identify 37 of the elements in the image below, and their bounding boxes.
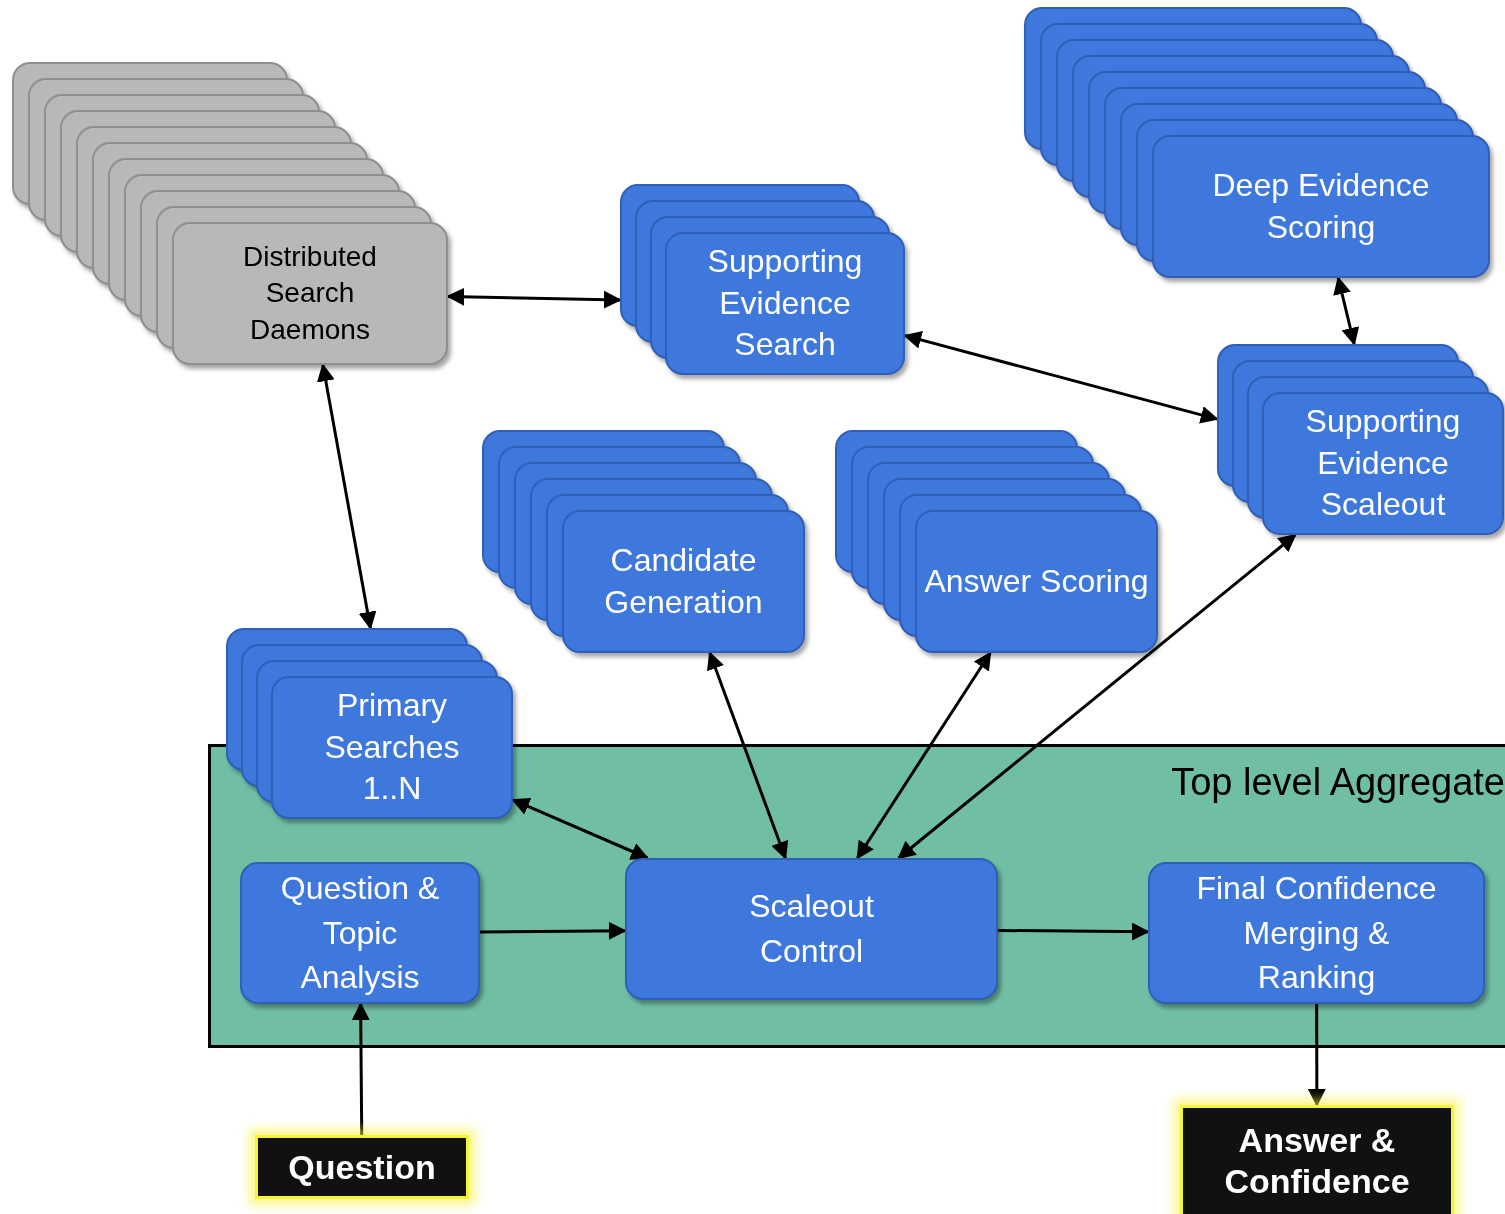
terminal-box xyxy=(1180,1105,1454,1214)
node-label: Question & Topic Analysis xyxy=(279,868,441,998)
stacked-process-box xyxy=(835,430,1158,653)
stacked-process-box xyxy=(482,430,805,653)
stacked-process-box xyxy=(1217,344,1504,535)
arrow xyxy=(998,922,1150,941)
node-label: Scaleout Control xyxy=(748,887,875,971)
arrow xyxy=(1307,1004,1326,1107)
terminal-box xyxy=(255,1135,469,1199)
arrow xyxy=(1333,276,1360,346)
process-box xyxy=(240,862,480,1004)
arrow xyxy=(903,331,1219,424)
process-box xyxy=(1148,862,1485,1004)
node-label: Supporting Evidence Search xyxy=(706,242,864,365)
node-label: Deep Evidence Scoring xyxy=(1211,165,1431,247)
arrow xyxy=(707,651,789,860)
stacked-process-box xyxy=(226,628,513,819)
node-label: Supporting Evidence Scaleout xyxy=(1304,402,1462,525)
arrow xyxy=(856,651,992,860)
arrow xyxy=(897,533,1297,860)
region-title: Top level Aggregate xyxy=(1171,761,1505,803)
node-label: Question xyxy=(288,1146,436,1188)
node-label: Answer Scoring xyxy=(924,561,1149,601)
node-label: Candidate Generation xyxy=(603,540,764,622)
node-label: Primary Searches 1..N xyxy=(323,686,461,809)
process-box xyxy=(625,858,998,1000)
stacked-process-box xyxy=(12,62,448,365)
stacked-process-box xyxy=(620,184,905,375)
stacked-process-box xyxy=(1024,7,1490,278)
arrow xyxy=(316,363,377,630)
arrow xyxy=(511,798,650,860)
node-label: Distributed Search Daemons xyxy=(242,239,378,347)
arrow xyxy=(446,287,622,309)
node-label: Final Confidence Merging & Ranking xyxy=(1195,868,1438,998)
arrow xyxy=(351,1002,370,1135)
node-label: Answer & Confidence xyxy=(1223,1120,1411,1202)
arrow xyxy=(480,921,627,940)
